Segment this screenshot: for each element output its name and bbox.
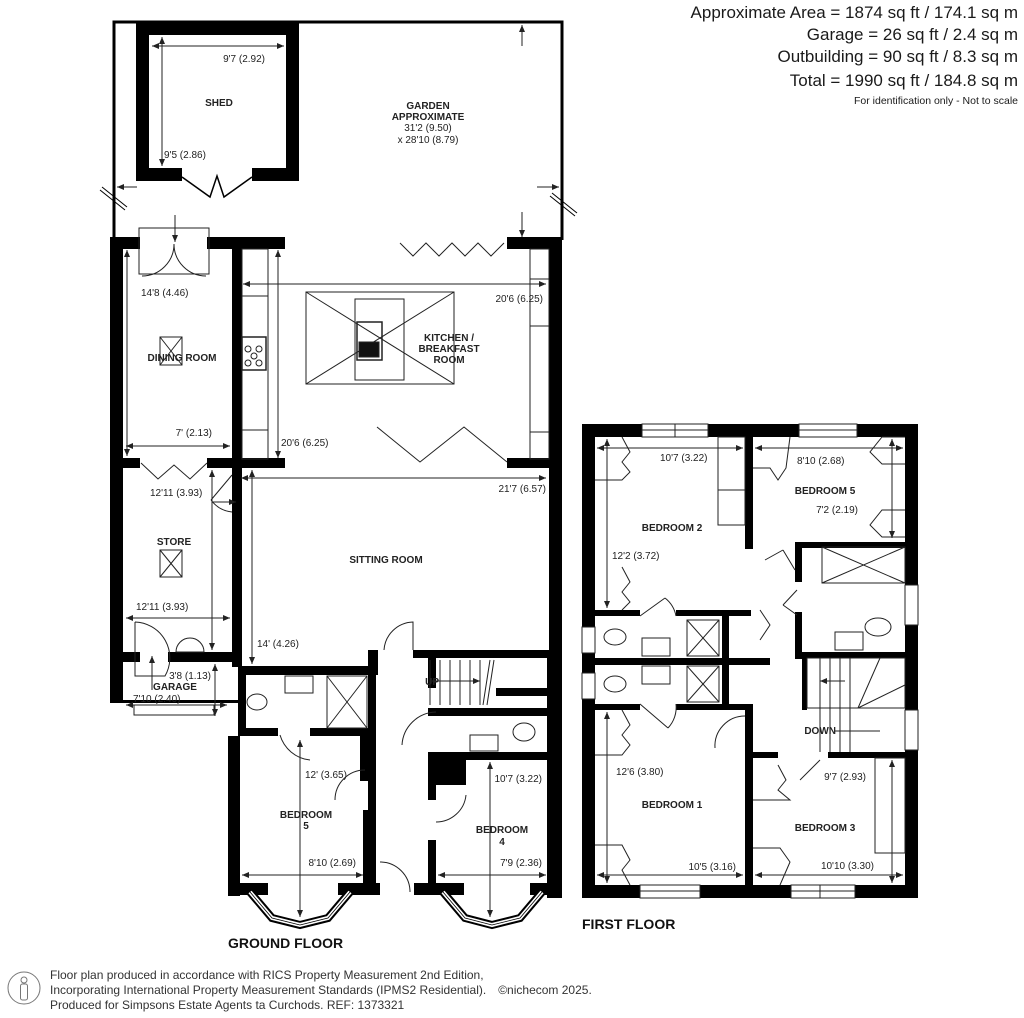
- ground-floor-dimensions: [124, 250, 546, 917]
- sitting-height: 14' (4.26): [257, 639, 299, 650]
- ground-floor-title: GROUND FLOOR: [228, 935, 343, 951]
- ff-bedroom2-height: 12'2 (3.72): [612, 551, 660, 562]
- total-area: Total = 1990 sq ft / 184.8 sq m: [789, 71, 1018, 90]
- first-floor-labels: 10'7 (3.22) BEDROOM 2 12'2 (3.72) 8'10 (…: [582, 453, 874, 932]
- outbuilding-area: Outbuilding = 90 sq ft / 8.3 sq m: [777, 47, 1019, 66]
- ff-bedroom3-label: BEDROOM 3: [795, 823, 856, 834]
- bedroom5-label-num: 5: [303, 821, 309, 832]
- garage-label: GARAGE: [153, 682, 197, 693]
- ff-bedroom2-width: 10'7 (3.22): [660, 453, 708, 464]
- footer-line-2: Incorporating International Property Mea…: [50, 983, 487, 997]
- dining-height: 14'8 (4.46): [141, 288, 189, 299]
- bedroom4-width: 7'9 (2.36): [500, 858, 542, 869]
- bedroom4-label: BEDROOM: [476, 825, 528, 836]
- person-icon: [7, 971, 41, 1005]
- garden-label-2: APPROXIMATE: [392, 112, 465, 123]
- first-floor-windows: [581, 423, 919, 899]
- stairs-down-label: DOWN: [804, 726, 836, 737]
- area-summary: Approximate Area = 1874 sq ft / 174.1 sq…: [691, 2, 1018, 107]
- ff-bedroom5-label: BEDROOM 5: [795, 486, 856, 497]
- kitchen-label-3: ROOM: [433, 355, 464, 366]
- kitchen-label-1: KITCHEN /: [424, 333, 474, 344]
- ff-bedroom1-label: BEDROOM 1: [642, 800, 703, 811]
- kitchen-width: 20'6 (6.25): [496, 294, 544, 305]
- ground-floor-fixtures: [133, 215, 550, 893]
- bedroom5-width: 8'10 (2.69): [309, 858, 357, 869]
- garage-area: Garage = 26 sq ft / 2.4 sq m: [806, 25, 1018, 44]
- garden-dim-1: 31'2 (9.50): [404, 123, 452, 134]
- shed-height: 9'5 (2.86): [164, 150, 206, 161]
- ff-bedroom3-height: 9'7 (2.93): [824, 772, 866, 783]
- first-floor-title: FIRST FLOOR: [582, 916, 675, 932]
- ff-bedroom1-width: 10'5 (3.16): [689, 862, 737, 873]
- approximate-area: Approximate Area = 1874 sq ft / 174.1 sq…: [690, 3, 1018, 22]
- ground-floor-walls: [110, 237, 562, 898]
- shed-width: 9'7 (2.92): [223, 54, 265, 65]
- bay-window-bedroom-5: [246, 889, 354, 930]
- dining-room-label: DINING ROOM: [148, 353, 217, 364]
- ff-bedroom3-width: 10'10 (3.30): [821, 861, 874, 872]
- store-dim-top: 12'11 (3.93): [150, 488, 202, 499]
- stairs-up-label: UP: [425, 677, 439, 688]
- ground-floor-labels: 14'8 (4.46) DINING ROOM 7' (2.13) 20'6 (…: [133, 288, 546, 951]
- garden-dim-2: x 28'10 (8.79): [398, 135, 459, 146]
- bay-window-bedroom-4: [439, 889, 546, 930]
- shed: 9'7 (2.92) SHED 9'5 (2.86): [136, 22, 299, 199]
- first-floor-walls: [582, 424, 918, 898]
- footer-line-1: Floor plan produced in accordance with R…: [50, 968, 484, 982]
- footer-line-3: Produced for Simpsons Estate Agents ta C…: [50, 998, 405, 1012]
- ff-bedroom5-height: 7'2 (2.19): [816, 505, 858, 516]
- ff-bedroom5-width: 8'10 (2.68): [797, 456, 845, 467]
- bedroom4-height: 10'7 (3.22): [495, 774, 543, 785]
- garden-area: GARDEN APPROXIMATE 31'2 (9.50) x 28'10 (…: [99, 20, 578, 240]
- scale-note: For identification only - Not to scale: [854, 95, 1018, 107]
- garage-height: 3'8 (1.13): [169, 671, 211, 682]
- garage-width: 7'10 (2.40): [133, 694, 181, 705]
- dining-width: 7' (2.13): [176, 428, 212, 439]
- footer-notes: Floor plan produced in accordance with R…: [50, 968, 592, 1013]
- first-floor-dimensions: [597, 439, 903, 883]
- copyright: ©nichecom 2025.: [498, 983, 592, 997]
- store-label: STORE: [157, 537, 192, 548]
- shed-label: SHED: [205, 98, 233, 109]
- kitchen-height: 20'6 (6.25): [281, 438, 329, 449]
- sitting-width: 21'7 (6.57): [499, 484, 547, 495]
- bedroom5-height: 12' (3.65): [305, 770, 347, 781]
- ff-bedroom1-height: 12'6 (3.80): [616, 767, 664, 778]
- bedroom4-label-num: 4: [499, 837, 505, 848]
- garden-label: GARDEN: [406, 101, 449, 112]
- store-dim-bottom: 12'11 (3.93): [136, 602, 188, 613]
- bedroom5-label: BEDROOM: [280, 810, 332, 821]
- kitchen-label-2: BREAKFAST: [418, 344, 479, 355]
- sitting-room-label: SITTING ROOM: [349, 555, 422, 566]
- ff-bedroom2-label: BEDROOM 2: [642, 523, 703, 534]
